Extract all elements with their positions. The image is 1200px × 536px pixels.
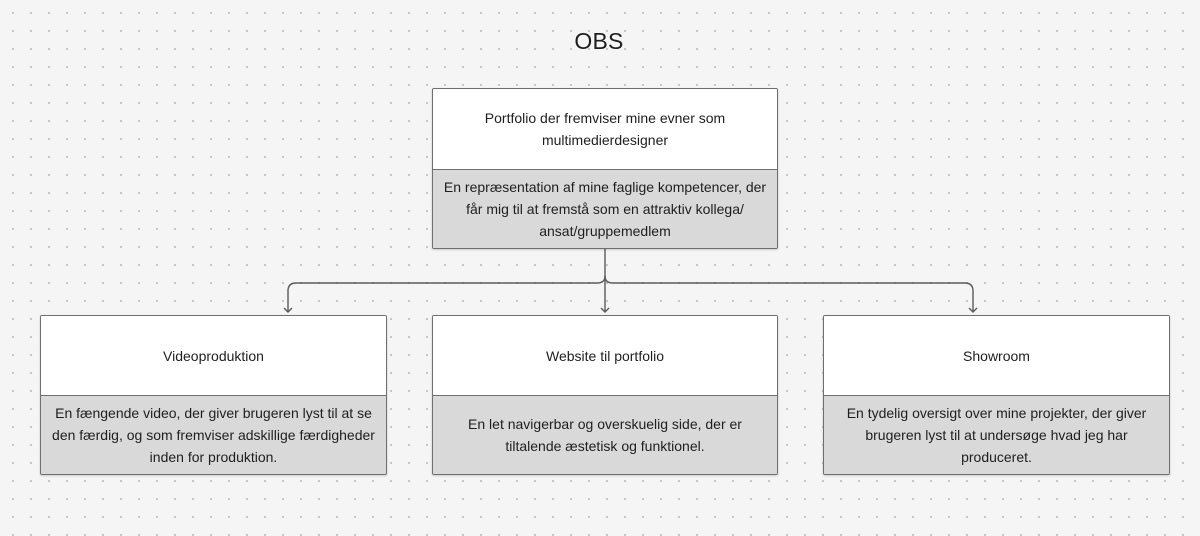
connector-to-videoproduktion <box>283 275 606 313</box>
card-heading: Portfolio der fremviser mine evner som m… <box>433 89 777 170</box>
card-website[interactable]: Website til portfolio En let navigerbar … <box>432 315 778 475</box>
card-videoproduktion[interactable]: Videoproduktion En fængende video, der g… <box>40 315 387 475</box>
card-description: En fængende video, der giver brugeren ly… <box>41 396 386 474</box>
card-heading: Videoproduktion <box>41 316 386 396</box>
card-portfolio[interactable]: Portfolio der fremviser mine evner som m… <box>432 88 778 249</box>
card-heading: Showroom <box>824 316 1169 396</box>
card-description: En tydelig oversigt over mine projekter,… <box>824 396 1169 474</box>
card-description: En repræsentation af mine faglige kompet… <box>433 170 777 248</box>
diagram-title: OBS <box>574 28 624 54</box>
card-showroom[interactable]: Showroom En tydelig oversigt over mine p… <box>823 315 1170 475</box>
card-heading: Website til portfolio <box>433 316 777 396</box>
connector-to-showroom <box>604 275 978 313</box>
card-description: En let navigerbar og overskuelig side, d… <box>433 396 777 474</box>
